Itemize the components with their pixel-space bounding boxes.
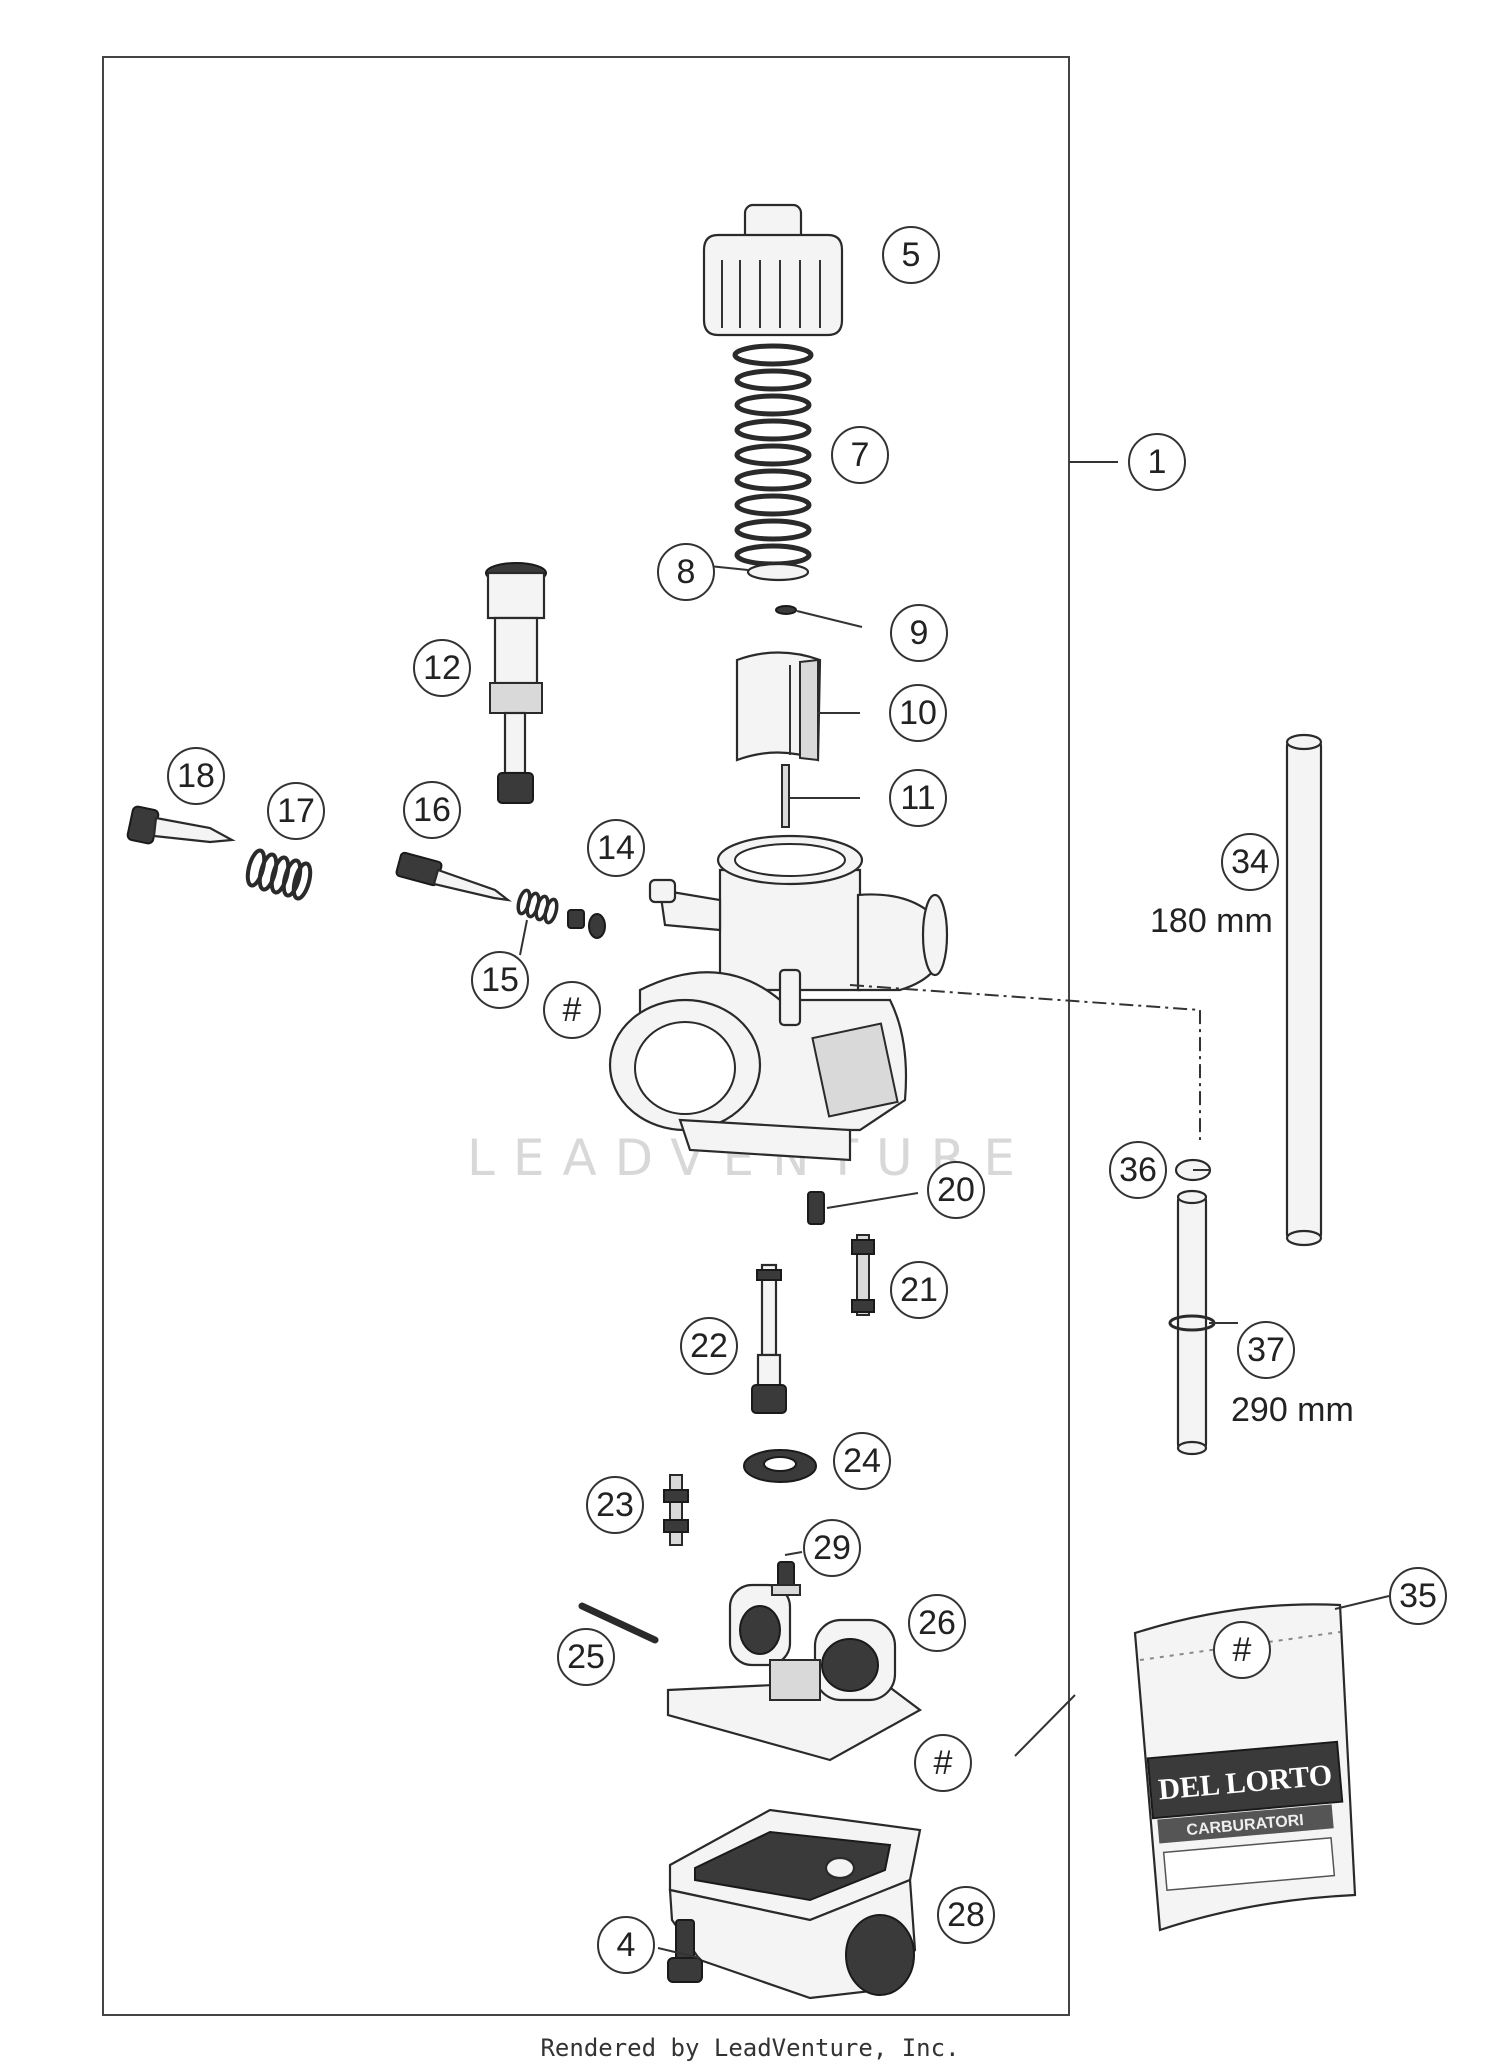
callout-14: 14 (587, 819, 645, 877)
part-23-idle-jet (663, 1474, 689, 1546)
part-10-slide (735, 651, 822, 762)
part-25-pin (578, 1602, 659, 1644)
callout-hash-o-ring: # (543, 981, 601, 1039)
svg-text:26: 26 (918, 1604, 956, 1642)
part-8-washer (746, 562, 810, 582)
svg-text:12: 12 (423, 649, 461, 687)
callout-18: 18 (167, 747, 225, 805)
part-15-spring (516, 888, 559, 925)
callout-17: 17 (267, 782, 325, 840)
part-34-tube (1285, 733, 1323, 1247)
part-18-screw (126, 805, 236, 845)
svg-text:24: 24 (843, 1442, 881, 1480)
callout-8: 8 (657, 543, 715, 601)
assembly-frame (102, 56, 1070, 2016)
callout-4: 4 (597, 1916, 655, 1974)
tube-37-length-label: 290 mm (1231, 1391, 1354, 1429)
svg-text:37: 37 (1247, 1331, 1285, 1369)
part-12-choke-plunger (485, 562, 547, 804)
part-5-cap (702, 203, 844, 337)
svg-text:29: 29 (813, 1529, 851, 1567)
callout-hash-bag: # (1213, 1621, 1271, 1679)
svg-text:21: 21 (900, 1271, 938, 1309)
callout-15: 15 (471, 951, 529, 1009)
part-20-jet (807, 1191, 825, 1225)
part-16-idle-screw (395, 851, 512, 902)
part-17-spring (245, 848, 313, 901)
svg-text:28: 28 (947, 1896, 985, 1934)
svg-text:8: 8 (677, 553, 696, 591)
callout-34: 34 (1221, 833, 1279, 891)
callout-12: 12 (413, 639, 471, 697)
part-11-needle (781, 764, 790, 828)
part-14-nut (567, 909, 585, 929)
part-29-needle-valve (771, 1561, 801, 1596)
callout-26: 26 (908, 1594, 966, 1652)
callout-hash-gasket: # (914, 1734, 972, 1792)
svg-text:23: 23 (596, 1486, 634, 1524)
callout-24: 24 (833, 1432, 891, 1490)
callout-1: 1 (1128, 433, 1186, 491)
tube-34-length-label: 180 mm (1150, 902, 1273, 940)
svg-text:17: 17 (277, 792, 315, 830)
callout-35: 35 (1389, 1567, 1447, 1625)
callout-25: 25 (557, 1628, 615, 1686)
part-24-washer (743, 1449, 817, 1483)
svg-text:11: 11 (900, 779, 935, 817)
part-9-clip (775, 605, 797, 615)
carburetor-body (608, 834, 949, 1162)
callout-11: 11 (889, 769, 947, 827)
callout-36: 36 (1109, 1141, 1167, 1199)
callout-10: 10 (889, 684, 947, 742)
svg-text:7: 7 (851, 436, 870, 474)
part-28-float-bowl (668, 1808, 922, 2000)
callout-16: 16 (403, 781, 461, 839)
svg-text:9: 9 (910, 614, 929, 652)
svg-text:16: 16 (413, 791, 451, 829)
part-22-atomizer (751, 1263, 787, 1414)
part-35-gasket-bag: DEL LORTO CARBURATORI (1133, 1603, 1357, 1932)
svg-text:10: 10 (899, 694, 937, 732)
svg-text:#: # (1233, 1631, 1252, 1669)
svg-text:22: 22 (690, 1327, 728, 1365)
svg-text:25: 25 (567, 1638, 605, 1676)
callout-20: 20 (927, 1161, 985, 1219)
part-37-tube (1168, 1189, 1216, 1456)
svg-text:1: 1 (1148, 443, 1167, 481)
svg-text:36: 36 (1119, 1151, 1157, 1189)
callout-23: 23 (586, 1476, 644, 1534)
callout-5: 5 (882, 226, 940, 284)
callout-22: 22 (680, 1317, 738, 1375)
svg-text:#: # (934, 1744, 953, 1782)
svg-text:20: 20 (937, 1171, 975, 1209)
callout-21: 21 (890, 1261, 948, 1319)
part-26-float (666, 1583, 923, 1762)
leader-lines (519, 461, 1390, 1959)
svg-text:35: 35 (1399, 1577, 1437, 1615)
svg-text:5: 5 (902, 236, 921, 274)
footer-credit: Rendered by LeadVenture, Inc. (540, 2034, 960, 2062)
svg-text:#: # (563, 991, 582, 1029)
svg-text:18: 18 (177, 757, 215, 795)
part-7-spring (732, 343, 814, 567)
o-ring (588, 913, 606, 939)
callout-9: 9 (890, 604, 948, 662)
svg-text:14: 14 (597, 829, 635, 867)
svg-text:4: 4 (617, 1926, 636, 1964)
callout-29: 29 (803, 1519, 861, 1577)
callout-37: 37 (1237, 1321, 1295, 1379)
svg-text:15: 15 (481, 961, 519, 999)
svg-text:34: 34 (1231, 843, 1269, 881)
part-21-needle-jet (851, 1234, 875, 1316)
callout-28: 28 (937, 1886, 995, 1944)
callout-7: 7 (831, 426, 889, 484)
